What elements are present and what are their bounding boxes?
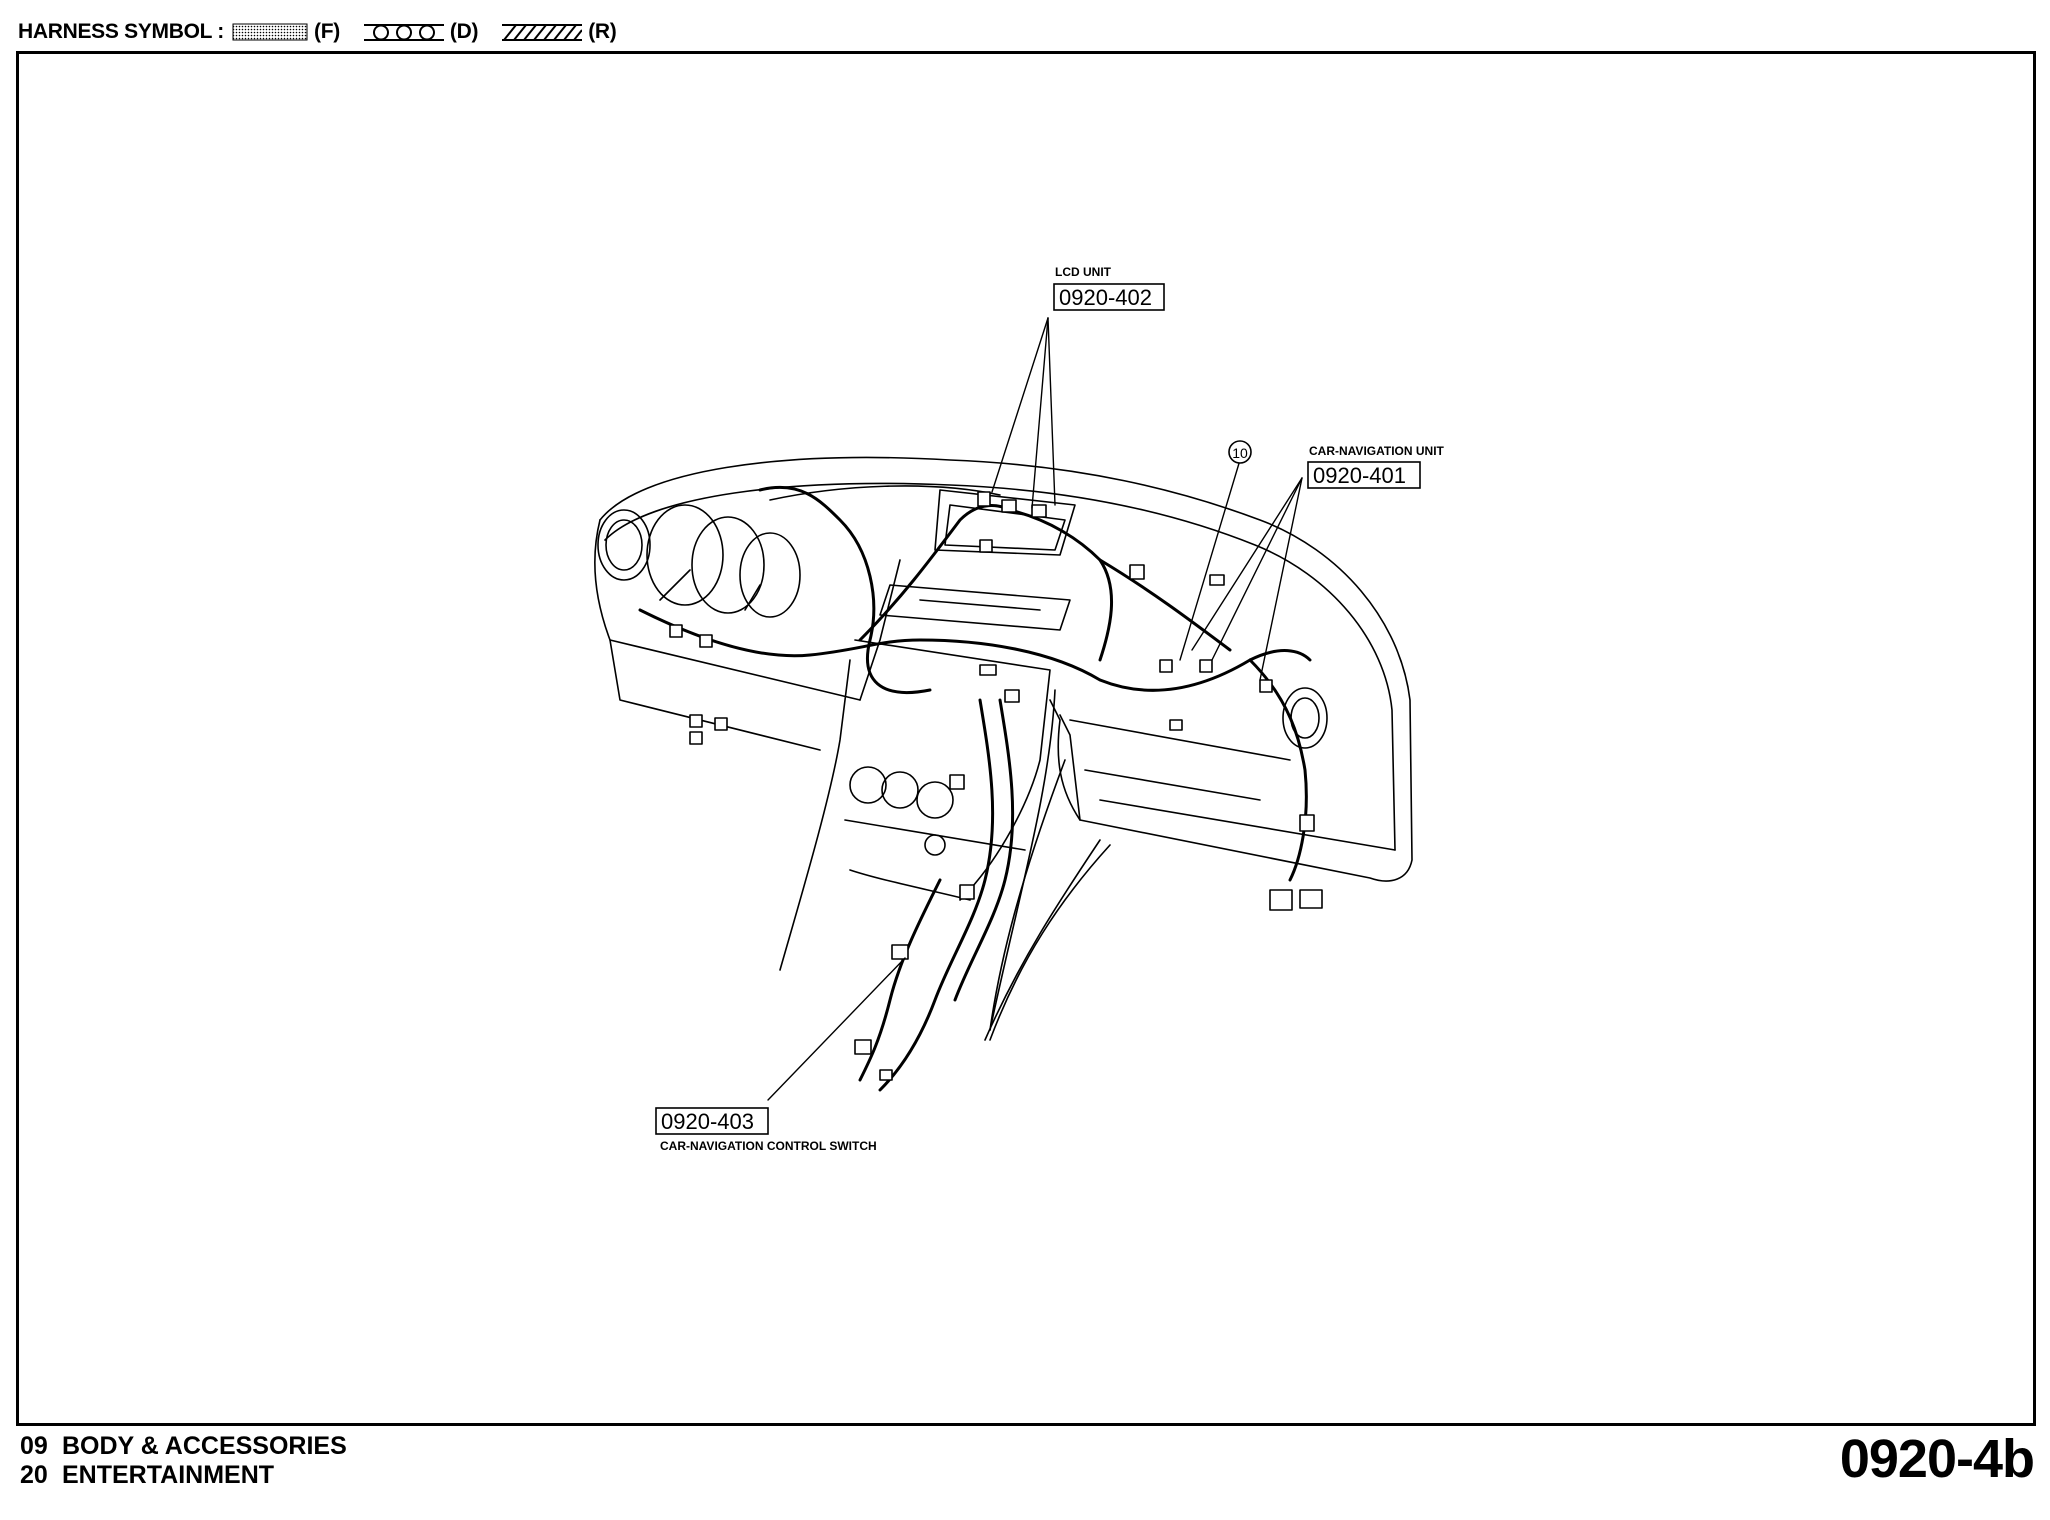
nav-switch-code: 0920-403 [661,1109,754,1134]
front-harness-symbol-icon [232,23,308,41]
harness-symbol-legend: HARNESS SYMBOL : (F) (D) (R) [18,14,632,50]
dashboard-harness-symbol-icon [363,24,444,41]
section-title: BODY & ACCESSORIES [62,1432,347,1460]
subsection-title: ENTERTAINMENT [62,1461,275,1489]
nav-unit-callout: CAR-NAVIGATION UNIT 0920-401 [1307,444,1445,489]
leader-lines [767,317,1303,1101]
rear-harness-symbol-icon [502,24,583,41]
section-line: 09 BODY & ACCESSORIES [20,1432,347,1461]
dashboard-outline [594,456,1413,882]
ground-point-marker: 10 [1228,440,1252,464]
section-footer: 09 BODY & ACCESSORIES 20 ENTERTAINMENT [20,1432,347,1490]
dashboard-harness-code: (D) [449,20,479,43]
instrument-panel-harness [638,485,1312,1092]
subsection-number: 20 [20,1461,48,1489]
nav-switch-label: CAR-NAVIGATION CONTROL SWITCH [660,1139,877,1153]
subsection-line: 20 ENTERTAINMENT [20,1461,347,1490]
harness-symbol-title: HARNESS SYMBOL : [18,20,224,43]
nav-switch-callout: 0920-403 CAR-NAVIGATION CONTROL SWITCH [655,1107,877,1153]
page-code: 0920-4b [1839,1429,2035,1489]
instrument-cluster [597,485,1001,618]
diagram-frame [16,51,2036,1426]
section-number: 09 [20,1432,48,1460]
front-harness-code: (F) [314,20,340,43]
nav-unit-code: 0920-401 [1313,463,1406,488]
nav-unit-label: CAR-NAVIGATION UNIT [1309,444,1445,458]
ground-point-number: 10 [1232,445,1248,461]
lcd-unit-code: 0920-402 [1059,285,1152,310]
lcd-unit-label: LCD UNIT [1055,265,1112,279]
lcd-unit-callout: LCD UNIT 0920-402 [1053,265,1165,311]
passenger-panel [989,687,1328,1041]
rear-harness-code: (R) [588,20,617,43]
center-console [779,639,1101,1041]
harness-connectors [669,491,1323,1081]
